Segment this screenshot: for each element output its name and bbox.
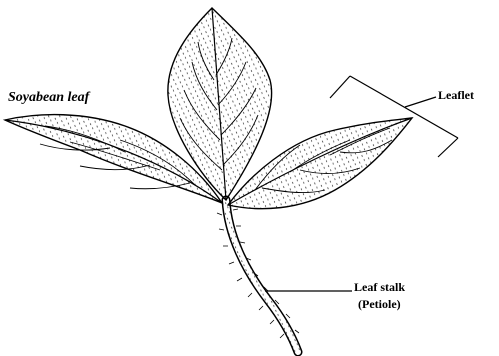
- diagram-title: Soyabean leaf: [8, 90, 89, 105]
- leaflet-label: Leaflet: [438, 88, 474, 103]
- leaflet-pointer-line: [405, 97, 436, 107]
- petiole: [217, 200, 299, 352]
- petiole-label: (Petiole): [358, 297, 401, 312]
- leaf-stalk-label: Leaf stalk: [354, 280, 405, 295]
